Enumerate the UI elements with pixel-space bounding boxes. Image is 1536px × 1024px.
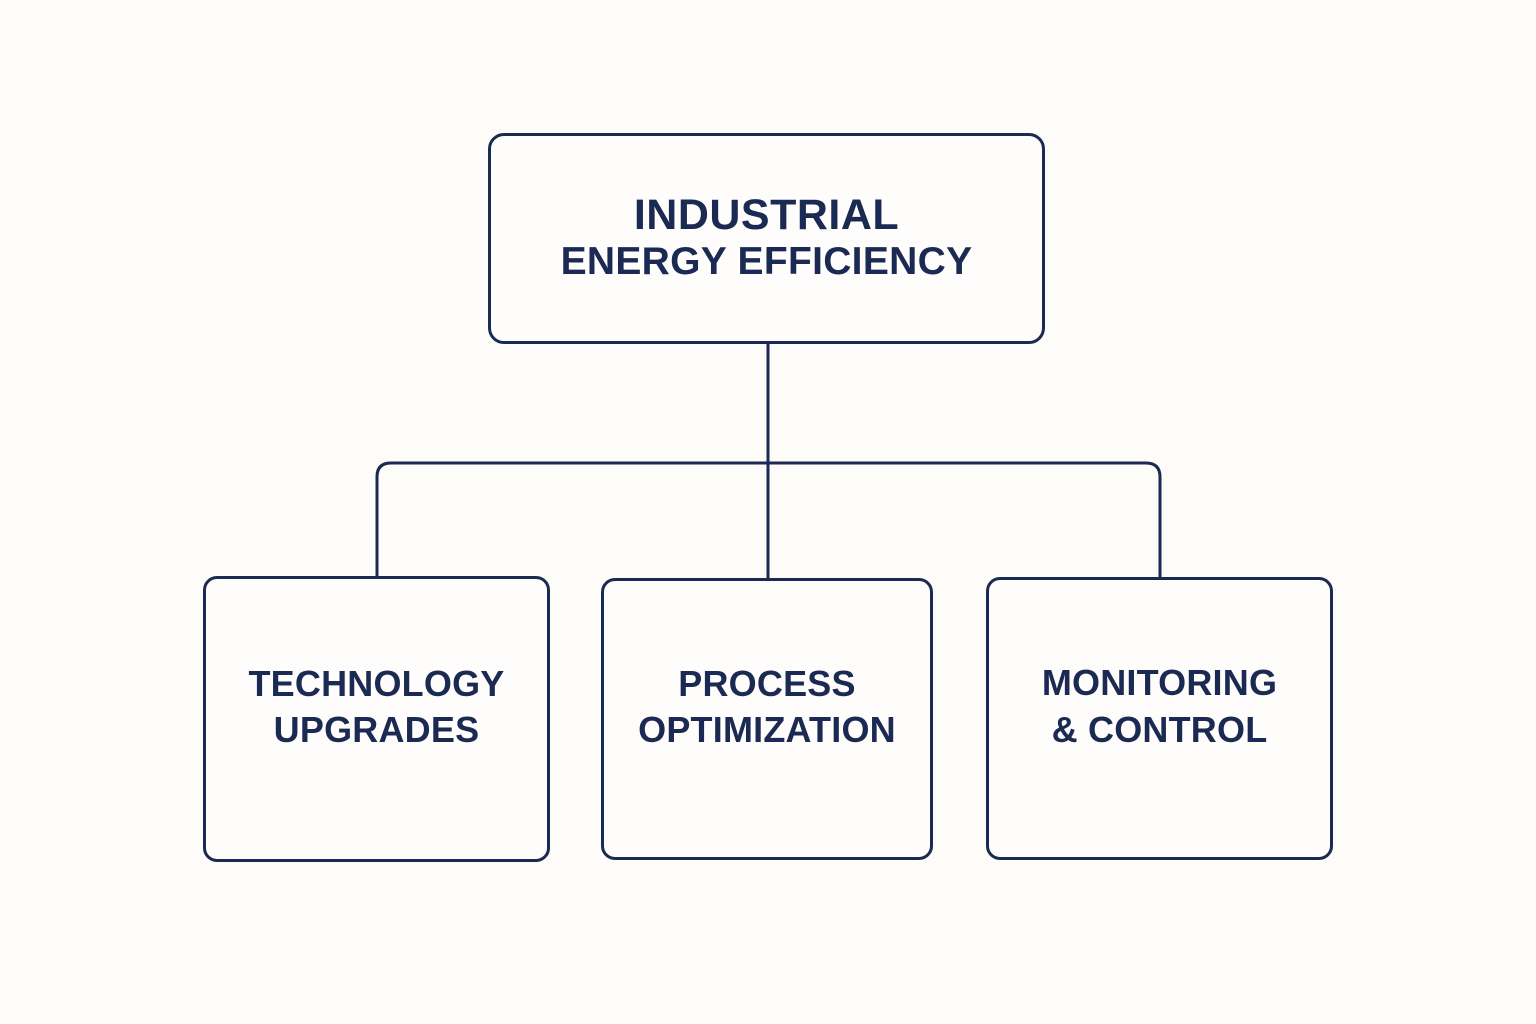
node-process-optimization-label: PROCESS OPTIMIZATION [624, 661, 910, 753]
node-root-label-line2: ENERGY EFFICIENCY [560, 240, 973, 284]
connector-to-child-0 [375, 461, 770, 578]
connector-to-child-2 [766, 461, 1162, 579]
node-monitoring-control[interactable]: MONITORING & CONTROL [986, 577, 1333, 860]
node-process-optimization[interactable]: PROCESS OPTIMIZATION [601, 578, 933, 860]
node-technology-upgrades[interactable]: TECHNOLOGY UPGRADES [203, 576, 550, 862]
node-process-optimization-label-line1: PROCESS [678, 662, 856, 704]
node-monitoring-control-label: MONITORING & CONTROL [1028, 660, 1291, 752]
node-technology-upgrades-label-line2: UPGRADES [273, 709, 480, 750]
node-root[interactable]: INDUSTRIAL ENERGY EFFICIENCY [488, 133, 1045, 344]
node-process-optimization-label-line2: OPTIMIZATION [638, 709, 896, 750]
node-technology-upgrades-label: TECHNOLOGY UPGRADES [234, 661, 518, 753]
node-technology-upgrades-label-line1: TECHNOLOGY [248, 662, 505, 704]
node-monitoring-control-label-line2: & CONTROL [1051, 708, 1268, 750]
node-root-label-line1: INDUSTRIAL [633, 190, 900, 239]
node-monitoring-control-label-line1: MONITORING [1041, 662, 1278, 704]
